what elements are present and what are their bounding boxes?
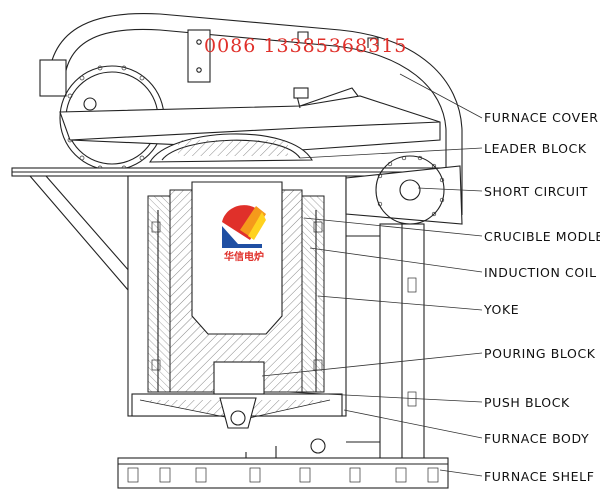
- furnace-cover-plate: [59, 87, 441, 151]
- short-circuit-assembly: [345, 155, 463, 461]
- label-furnace-shelf: FURNACE SHELF: [484, 469, 595, 484]
- label-induction-coil: INDUCTION COIL: [484, 265, 597, 280]
- phone-number: 0086 13385368315: [204, 35, 407, 57]
- label-push-block: PUSH BLOCK: [484, 395, 570, 410]
- brand-logo: 华信电炉: [222, 205, 266, 263]
- label-short-circuit: SHORT CIRCUIT: [484, 184, 588, 199]
- cover-arm: [39, 12, 463, 215]
- dome: [149, 133, 313, 163]
- label-furnace-body: FURNACE BODY: [484, 431, 589, 446]
- leader-lines: [261, 73, 483, 477]
- label-pouring-block: POURING BLOCK: [484, 346, 596, 361]
- label-furnace-cover: FURNACE COVER: [484, 110, 599, 125]
- furnace-shelf: [117, 457, 449, 489]
- part-labels: FURNACE COVER LEADER BLOCK SHORT CIRCUIT…: [483, 110, 600, 484]
- brand-name: 华信电炉: [224, 250, 264, 263]
- label-crucible-modle: CRUCIBLE MODLE: [484, 229, 600, 244]
- label-yoke: YOKE: [483, 302, 519, 317]
- label-leader-block: LEADER BLOCK: [484, 141, 587, 156]
